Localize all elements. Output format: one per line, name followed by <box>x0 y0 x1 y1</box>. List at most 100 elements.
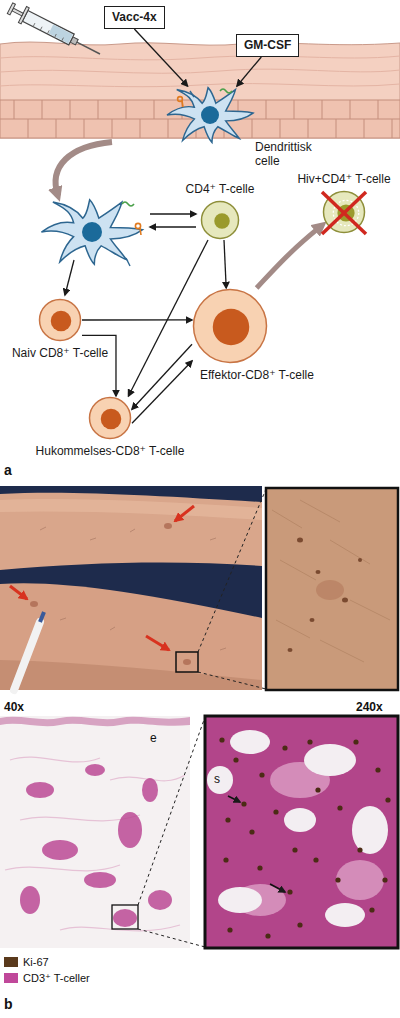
arm-photo <box>0 583 262 690</box>
cd8-drawing <box>194 290 267 363</box>
histology-240x <box>223 857 228 862</box>
skin-closeup <box>358 558 362 562</box>
legend-label: Ki-67 <box>23 955 49 969</box>
dc-drawing <box>178 97 183 102</box>
arm-photo <box>0 499 262 520</box>
histology-40x <box>5 757 185 931</box>
skin-closeup <box>288 648 293 652</box>
legend-swatch <box>4 957 18 967</box>
histology-240x <box>315 787 320 792</box>
magnification-label: 40x <box>4 700 24 714</box>
dc-drawing <box>165 86 255 144</box>
histology-240x <box>228 796 240 802</box>
histology-240x <box>304 744 356 776</box>
zoom-lines <box>138 929 205 947</box>
skin-closeup <box>342 598 348 603</box>
adjuvant-box: GM-CSF <box>236 34 299 57</box>
syringe <box>6 0 104 62</box>
histology-240x <box>284 808 316 832</box>
cell-label: Dendrittisk celle <box>255 140 327 168</box>
legend-label: CD3⁺ T-celler <box>23 971 90 985</box>
activation-arrow <box>134 29 187 86</box>
arm-photo <box>176 652 198 672</box>
skin <box>0 84 400 87</box>
dendritic-cell-lymph <box>135 223 140 228</box>
syringe <box>22 11 74 45</box>
zoom-lines <box>138 717 205 905</box>
effector-cell: Effektor-CD8⁺ T-celle <box>192 288 268 364</box>
activation-arrow <box>224 240 226 288</box>
histology-40x <box>0 716 190 948</box>
dc-drawing <box>201 106 219 124</box>
histology-240x <box>257 865 262 870</box>
box-label: GM-CSF <box>244 38 291 53</box>
histology-240x <box>225 817 230 822</box>
naive-cell: Naiv CD8⁺ T-celle <box>38 298 82 342</box>
dc-drawing <box>220 89 232 93</box>
infected-cell: Hiv+CD4⁺ T-celle <box>322 190 366 234</box>
syringe <box>49 25 73 44</box>
arm-photo <box>40 527 226 650</box>
zoom-lines <box>198 489 266 689</box>
activation-arrow <box>132 361 192 423</box>
arm-photo <box>146 636 169 650</box>
cd8-drawing <box>40 300 81 341</box>
layout-arrow <box>65 260 74 295</box>
histology-240x <box>205 716 398 948</box>
syringe <box>33 23 63 41</box>
arm-photo <box>0 486 262 690</box>
histology-240x <box>265 933 270 938</box>
histology-240x <box>292 847 297 852</box>
migration-arrow <box>56 142 112 196</box>
histology-240x <box>207 766 233 794</box>
histology-240x <box>205 716 398 948</box>
histology-40x <box>0 717 190 726</box>
histology-240x <box>297 922 302 927</box>
cell-label: CD4⁺ T-celle <box>186 182 255 196</box>
histology-40x <box>142 778 158 802</box>
zoom-lines <box>138 717 205 947</box>
histology-240x <box>307 739 312 744</box>
hiv-drawing <box>322 192 366 234</box>
histology-40x <box>113 909 137 927</box>
histology-240x <box>219 737 390 938</box>
legend-row: Ki-67 <box>4 954 90 970</box>
arm-photo <box>40 612 44 622</box>
layout-arrow <box>65 214 196 295</box>
layout-arrow <box>150 213 196 214</box>
memory-cell: Hukommelses-CD8⁺ T-celle <box>88 396 132 440</box>
histology-40x <box>26 782 54 798</box>
activation-arrow <box>237 57 261 86</box>
dc-drawing <box>190 91 194 97</box>
histology-40x <box>85 764 105 776</box>
dc-drawing <box>167 88 253 143</box>
histology-240x <box>241 801 246 806</box>
histology-240x <box>227 927 232 932</box>
cell-label: Effektor-CD8⁺ T-celle <box>200 368 314 382</box>
histology-240x <box>353 739 358 744</box>
histology-240x <box>219 737 224 742</box>
region-label: s <box>212 772 222 786</box>
arm-photo <box>14 622 40 690</box>
legend: Ki-67CD3⁺ T-celler <box>4 954 90 986</box>
histology-240x <box>385 797 390 802</box>
hiv-drawing <box>322 192 366 234</box>
histology-240x <box>325 903 365 927</box>
migration-arrow <box>56 142 112 196</box>
histology-40x <box>118 812 142 848</box>
zoom-lines <box>198 489 266 652</box>
histology-40x <box>42 840 78 860</box>
attack-arrow <box>257 225 322 288</box>
region-label: e <box>150 731 157 745</box>
histology-240x <box>369 907 374 912</box>
histology-240x <box>205 716 398 948</box>
histology-240x <box>270 884 285 892</box>
cell-label: Hukommelses-CD8⁺ T-celle <box>36 444 185 458</box>
cd4-drawing <box>200 200 240 240</box>
arm-photo <box>164 523 172 529</box>
dendritic-cell: Dendrittisk celle <box>165 86 255 144</box>
panel-letter: a <box>4 462 12 478</box>
syringe <box>77 42 100 54</box>
